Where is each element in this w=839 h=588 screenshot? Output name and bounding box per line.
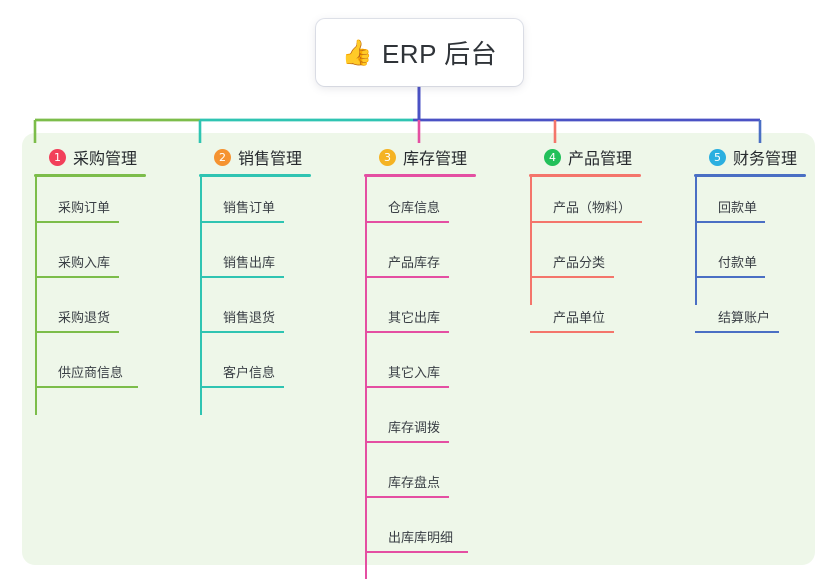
leaf-item-label[interactable]: 出库库明细 <box>388 530 454 545</box>
branch-spine <box>365 177 367 579</box>
leaf-item-underline <box>35 221 119 223</box>
leaf-item-label[interactable]: 其它出库 <box>388 310 441 325</box>
leaf-item-underline <box>695 276 765 278</box>
leaf-item-underline <box>530 331 614 333</box>
leaf-item-label[interactable]: 仓库信息 <box>388 200 441 215</box>
leaf-item-underline <box>35 276 119 278</box>
leaf-item-underline <box>200 331 284 333</box>
leaf-item-label[interactable]: 其它入库 <box>388 365 441 380</box>
branch-header-5[interactable]: 5 财务管理 <box>694 143 797 171</box>
leaf-item-label[interactable]: 采购入库 <box>58 255 111 270</box>
leaf-item-label[interactable]: 库存调拨 <box>388 420 441 435</box>
branch-title: 库存管理 <box>403 151 468 168</box>
branch-spine <box>35 177 37 415</box>
leaf-item-underline <box>365 551 468 553</box>
leaf-item-label[interactable]: 库存盘点 <box>388 475 441 490</box>
leaf-item-label[interactable]: 销售出库 <box>223 255 276 270</box>
leaf-item-underline <box>35 386 138 388</box>
leaf-item-label[interactable]: 销售订单 <box>223 200 276 215</box>
branch-number-badge: 4 <box>544 148 561 166</box>
leaf-item-label[interactable]: 销售退货 <box>223 310 276 325</box>
branch-header-underline <box>364 174 476 177</box>
leaf-item-label[interactable]: 供应商信息 <box>58 365 124 380</box>
branch-number-badge: 2 <box>214 148 231 166</box>
branch-header-2[interactable]: 2 销售管理 <box>199 143 302 171</box>
branch-title: 采购管理 <box>73 151 138 168</box>
leaf-item-label[interactable]: 产品库存 <box>388 255 441 270</box>
branch-header-underline <box>529 174 641 177</box>
diagram-panel-background <box>22 133 815 565</box>
thumbs-up-icon: 👍 <box>341 39 373 67</box>
leaf-item-underline <box>35 331 119 333</box>
branch-column-4: 4 产品管理产品（物料） 产品分类产品单位 <box>529 143 642 333</box>
branch-column-1: 1 采购管理采购订单采购入库采购退货供应商信息 <box>34 143 146 415</box>
leaf-item-underline <box>365 331 449 333</box>
branch-title: 财务管理 <box>733 151 798 168</box>
branch-header-1[interactable]: 1 采购管理 <box>34 143 137 171</box>
leaf-item-underline <box>365 276 449 278</box>
branch-number-badge: 1 <box>49 148 66 166</box>
branch-header-underline <box>34 174 146 177</box>
leaf-item-label[interactable]: 产品单位 <box>553 310 606 325</box>
root-node[interactable]: 👍 ERP 后台 <box>316 19 523 86</box>
branch-number-badge: 5 <box>709 148 726 166</box>
root-node-title: ERP 后台 <box>381 39 498 69</box>
leaf-item-underline <box>695 331 779 333</box>
leaf-item-underline <box>200 386 284 388</box>
leaf-item-underline <box>365 386 449 388</box>
leaf-item-label[interactable]: 结算账户 <box>718 310 771 325</box>
branch-spine <box>200 177 202 415</box>
leaf-item-underline <box>200 276 284 278</box>
branch-number-badge: 3 <box>379 148 396 166</box>
leaf-item-underline <box>365 221 449 223</box>
branch-title: 产品管理 <box>568 151 633 168</box>
leaf-item-label[interactable]: 产品（物料） <box>553 200 632 215</box>
leaf-item-underline <box>530 221 642 223</box>
branch-column-5: 5 财务管理回款单付款单结算账户 <box>694 143 806 333</box>
branch-spine <box>530 177 532 305</box>
branch-spine <box>695 177 697 305</box>
leaf-item-label[interactable]: 产品分类 <box>553 255 606 270</box>
leaf-item-underline <box>200 221 284 223</box>
branch-header-4[interactable]: 4 产品管理 <box>529 143 632 171</box>
leaf-item-underline <box>530 276 614 278</box>
leaf-item-underline <box>365 496 449 498</box>
leaf-item-label[interactable]: 付款单 <box>718 255 758 270</box>
leaf-item-label[interactable]: 采购订单 <box>58 200 111 215</box>
branch-header-underline <box>199 174 311 177</box>
leaf-item-label[interactable]: 客户信息 <box>223 365 276 380</box>
branch-header-underline <box>694 174 806 177</box>
leaf-item-underline <box>365 441 449 443</box>
leaf-item-label[interactable]: 回款单 <box>718 200 758 215</box>
branch-title: 销售管理 <box>238 151 303 168</box>
branch-column-2: 2 销售管理销售订单销售出库销售退货客户信息 <box>199 143 311 415</box>
branch-column-3: 3 库存管理仓库信息产品库存其它出库其它入库库存调拨库存盘点出库库明细 <box>364 143 476 579</box>
branch-header-3[interactable]: 3 库存管理 <box>364 143 467 171</box>
leaf-item-label[interactable]: 采购退货 <box>58 310 111 325</box>
leaf-item-underline <box>695 221 765 223</box>
